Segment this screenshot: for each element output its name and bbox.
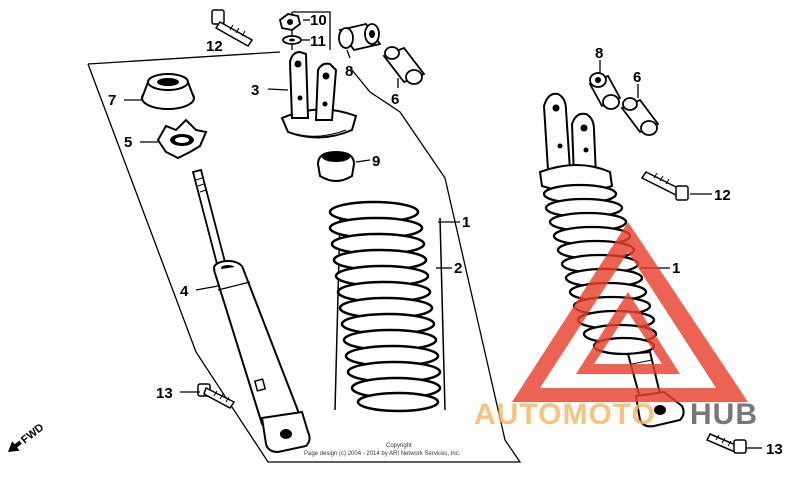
copyright-notice: Copyright Page design (c) 2004 - 2014 by… xyxy=(304,443,461,457)
watermark-logo: AUTOMOTO HUB xyxy=(474,222,758,431)
callout-6-right: 6 xyxy=(633,69,641,86)
assembled-shock-1 xyxy=(538,92,685,428)
callout-12-top: 12 xyxy=(206,38,223,55)
callout-8-left: 8 xyxy=(345,63,353,80)
bolt-13-left xyxy=(197,383,236,409)
arrow-left-icon xyxy=(8,440,22,452)
bolt-12-top xyxy=(211,9,254,47)
spring-seat-7 xyxy=(141,73,195,110)
copyright-line-2: Page design (c) 2004 - 2014 by ARI Netwo… xyxy=(304,451,461,457)
fwd-indicator: FWD xyxy=(8,422,46,452)
callout-1-left: 1 xyxy=(462,214,470,231)
collar-6-right xyxy=(620,97,660,136)
callout-2: 2 xyxy=(454,260,462,277)
nut-10 xyxy=(278,13,302,31)
callout-13-right: 13 xyxy=(766,441,783,458)
callout-10: 10 xyxy=(310,12,327,29)
callout-12-right: 12 xyxy=(714,187,731,204)
collar-6-left xyxy=(382,46,426,85)
callout-1-right: 1 xyxy=(672,260,680,277)
bump-rubber-9 xyxy=(316,150,356,182)
watermark-text-hub: HUB xyxy=(690,398,758,431)
bolt-12-right xyxy=(640,171,689,201)
callout-3: 3 xyxy=(251,82,259,99)
fwd-label: FWD xyxy=(19,422,46,447)
copyright-line-1: Copyright xyxy=(386,443,412,449)
bush-8-right xyxy=(588,72,622,110)
damper-4 xyxy=(191,168,311,454)
callout-labels: 10 11 12 8 6 7 3 5 9 1 2 4 13 8 6 12 1 1… xyxy=(108,12,783,458)
callout-5: 5 xyxy=(124,134,132,151)
callout-11: 11 xyxy=(310,33,326,50)
leader-lines xyxy=(124,19,762,449)
lock-nut-5 xyxy=(156,118,208,160)
callout-8-right: 8 xyxy=(595,45,603,62)
washer-11 xyxy=(282,35,302,45)
callout-9: 9 xyxy=(372,153,380,170)
callout-7: 7 xyxy=(108,92,116,109)
watermark-text-auto: AUTOMOTO xyxy=(474,398,656,431)
spring-2 xyxy=(328,200,446,413)
bush-8-left xyxy=(338,22,382,52)
callout-13-left: 13 xyxy=(156,385,173,402)
callout-4: 4 xyxy=(180,283,189,300)
bolt-13-right xyxy=(705,433,747,454)
upper-mount-3 xyxy=(280,50,358,139)
callout-6-left: 6 xyxy=(391,91,399,108)
